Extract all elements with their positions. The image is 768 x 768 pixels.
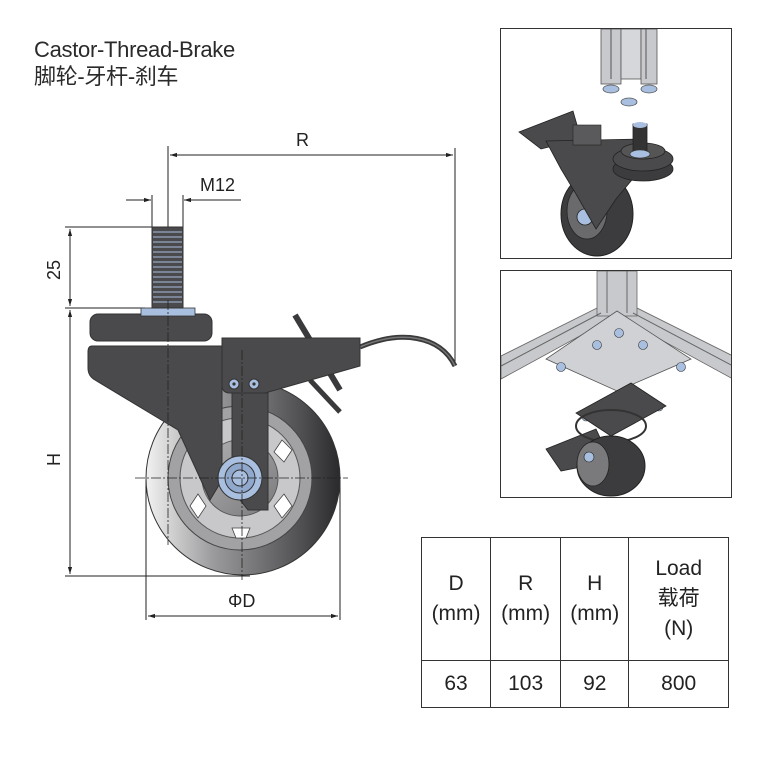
wheel-spoke-windows: [189, 439, 293, 539]
dimension-thread-length: 25: [44, 226, 152, 309]
thread-length-label: 25: [44, 260, 64, 280]
brake-pedal-bottom: [308, 378, 342, 414]
value-load: 800: [628, 660, 729, 708]
value-h: 92: [560, 660, 630, 708]
header-load: Load 载荷 (N): [628, 537, 729, 661]
castor-technical-drawing: R M12 25 H ΦD: [44, 130, 458, 620]
m12-label: M12: [200, 175, 235, 195]
image-panel-corner-plate: [500, 270, 732, 498]
table-header-row: D (mm) R (mm) H (mm) Load 载荷 (N): [420, 537, 729, 661]
castor-fork: [87, 345, 223, 502]
header-h: H (mm): [560, 537, 630, 661]
dimension-h: H: [44, 310, 250, 577]
r-label: R: [296, 130, 309, 150]
product-title: Castor-Thread-Brake 脚轮-牙杆-刹车: [34, 36, 235, 90]
title-english: Castor-Thread-Brake: [34, 37, 235, 62]
title-chinese: 脚轮-牙杆-刹车: [34, 64, 179, 89]
header-d: D (mm): [420, 537, 492, 661]
swivel-top-plate: [89, 313, 213, 342]
dimension-m12: M12: [126, 175, 241, 228]
castor-corner-plate-illustration: [501, 271, 731, 497]
h-label: H: [44, 453, 64, 466]
dimension-diameter: ΦD: [145, 480, 341, 620]
value-r: 103: [490, 660, 562, 708]
image-panel-mounting: [500, 28, 732, 259]
table-row: 63 103 92 800: [420, 660, 729, 708]
castor-mounting-illustration: [518, 29, 674, 257]
specification-table: D (mm) R (mm) H (mm) Load 载荷 (N) 63 103 …: [420, 537, 729, 708]
threaded-stem: [151, 226, 184, 309]
value-d: 63: [420, 660, 492, 708]
header-r: R (mm): [490, 537, 562, 661]
diameter-label: ΦD: [228, 591, 255, 611]
